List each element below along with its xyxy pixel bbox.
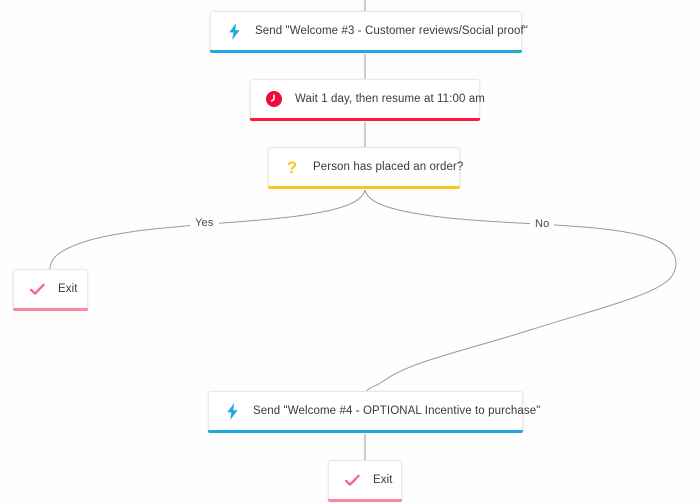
lightning-bolt-icon — [223, 22, 245, 40]
node-label: Send "Welcome #3 - Customer reviews/Soci… — [255, 25, 528, 37]
check-mark-icon — [341, 474, 363, 487]
node-label: Person has placed an order? — [313, 161, 464, 173]
node-send-welcome-3[interactable]: Send "Welcome #3 - Customer reviews/Soci… — [210, 11, 528, 53]
question-mark-glyph: ? — [286, 157, 298, 177]
connector-condition-to-yes — [49, 189, 366, 270]
node-condition[interactable]: ? Person has placed an order? — [268, 147, 463, 189]
node-exit-yes[interactable]: Exit — [13, 269, 88, 311]
node-label: Exit — [58, 283, 78, 295]
branch-label-no: No — [530, 218, 555, 230]
connector-condition-to-no — [364, 189, 677, 392]
node-send-welcome-4[interactable]: Send "Welcome #4 - OPTIONAL Incentive to… — [208, 391, 540, 433]
node-label: Send "Welcome #4 - OPTIONAL Incentive to… — [253, 405, 541, 417]
node-wait-1-day[interactable]: Wait 1 day, then resume at 11:00 am — [250, 79, 485, 121]
node-label: Exit — [373, 474, 393, 486]
lightning-bolt-icon — [221, 402, 243, 420]
branch-label-yes: Yes — [190, 217, 219, 229]
node-exit-final[interactable]: Exit — [328, 460, 402, 502]
question-mark-icon: ? — [281, 159, 303, 176]
clock-icon — [263, 91, 285, 107]
check-mark-icon — [26, 283, 48, 296]
node-label: Wait 1 day, then resume at 11:00 am — [295, 93, 485, 105]
